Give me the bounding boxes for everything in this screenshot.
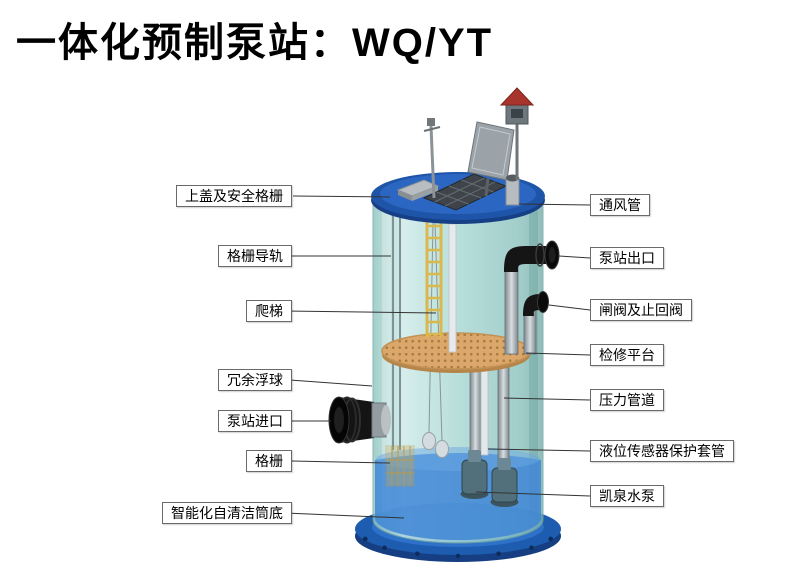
sensor-sleeve-upper	[448, 223, 457, 353]
label-pump-station-inlet: 泵站进口	[218, 410, 292, 432]
connector-line	[289, 379, 373, 387]
connector-line	[548, 304, 591, 311]
grille-guide-rail	[392, 212, 401, 450]
connector-line	[284, 512, 405, 519]
connector-line	[558, 255, 591, 259]
connector-line	[291, 460, 391, 464]
label-grille-guide-rail: 格栅导轨	[218, 245, 292, 267]
label-top-cover-safety-grille: 上盖及安全格栅	[176, 185, 292, 207]
label-kaiquan-pump: 凯泉水泵	[590, 485, 664, 507]
riser-pipe-2	[523, 309, 537, 355]
connector-line	[503, 397, 591, 401]
connector-line	[284, 310, 437, 314]
water-pump-1	[460, 450, 489, 499]
page-title: 一体化预制泵站：WQ/YT	[16, 21, 494, 65]
connector-line	[475, 491, 591, 497]
inlet-pipe	[328, 396, 391, 444]
control-panel	[467, 121, 515, 197]
connector-line	[487, 448, 591, 452]
label-service-platform: 检修平台	[590, 344, 664, 366]
label-grille: 格栅	[246, 450, 292, 472]
label-pump-station-outlet: 泵站出口	[590, 247, 664, 269]
outlet-elbow-valve	[504, 240, 560, 316]
sensor-house	[499, 87, 535, 180]
label-pressure-pipe: 压力管道	[590, 389, 664, 411]
flange-bolts	[363, 536, 553, 559]
connector-line	[525, 352, 591, 356]
connector-line	[292, 195, 391, 198]
grille-basket	[385, 445, 415, 487]
ladder	[425, 222, 443, 338]
antenna-mast	[423, 118, 441, 199]
connector-line	[518, 203, 591, 206]
label-self-cleaning-bottom: 智能化自清洁筒底	[162, 502, 292, 524]
label-level-sensor-sleeve: 液位传感器保护套管	[590, 440, 734, 462]
tank-shade	[529, 205, 538, 513]
label-vent-pipe: 通风管	[590, 194, 650, 216]
redundant-floats	[422, 221, 449, 458]
label-redundant-float: 冗余浮球	[218, 369, 292, 391]
connector-lines	[284, 195, 591, 519]
riser-pipe-1	[504, 265, 519, 355]
lid-hatch	[396, 179, 440, 201]
label-ladder: 爬梯	[246, 300, 292, 322]
label-gate-check-valve: 闸阀及止回阀	[590, 299, 692, 321]
